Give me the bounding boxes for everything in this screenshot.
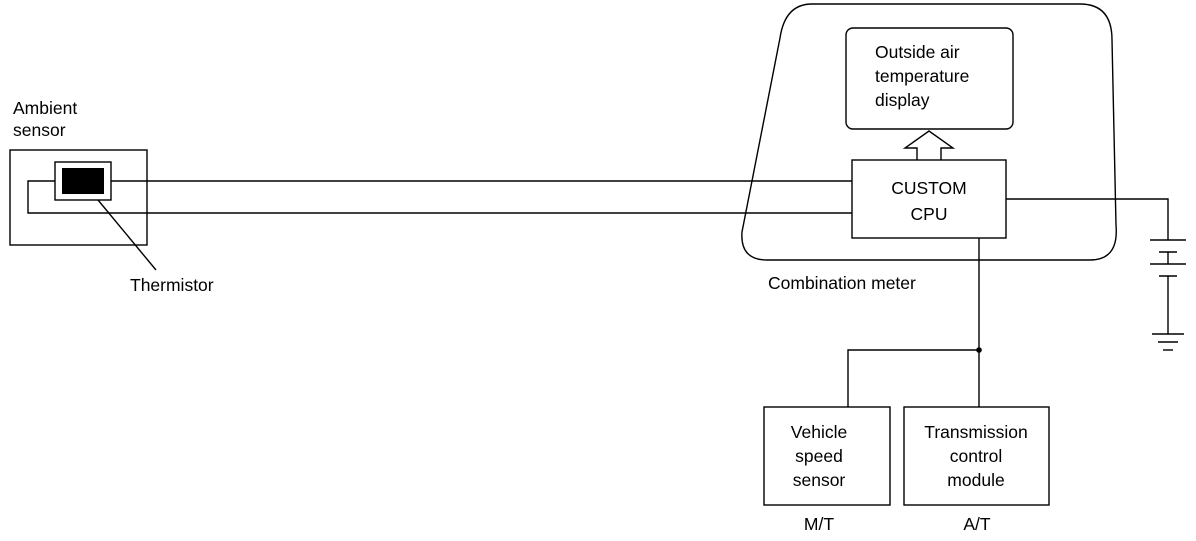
display-label-line1: Outside air [875,42,960,62]
display-label-line2: temperature [875,66,969,86]
combination-meter: Combination meter [741,3,1117,293]
display-label-line3: display [875,90,930,110]
data-flow-arrow-icon [902,130,956,160]
vss-label-line1: Vehicle [791,422,847,442]
ground-icon [1152,333,1184,351]
vss-label-line2: speed [795,446,843,466]
tcm-box [903,406,1050,506]
combination-meter-label: Combination meter [768,273,916,293]
display-box [845,27,1014,130]
tcm-label-line1: Transmission [924,422,1027,442]
ambient-sensor-label-line1: Ambient [13,98,77,118]
sensor-return-wire [27,180,852,214]
vehicle-speed-sensor-box [763,406,891,506]
thermistor-element [62,168,104,194]
vehicle-speed-sensor: Vehicle speed sensor M/T [763,406,891,534]
tcm-label-line2: control [950,446,1003,466]
cpu-box [851,159,1007,239]
tcm-variant-label: A/T [963,514,991,534]
thermistor-label: Thermistor [130,275,214,295]
ambient-sensor-label-line2: sensor [13,120,66,140]
cpu-label-line2: CPU [911,204,948,224]
combination-meter-outline [741,3,1117,261]
vss-label-line3: sensor [793,470,846,490]
speed-signal-branch [847,349,979,407]
custom-cpu: CUSTOM CPU [851,159,1007,239]
outside-air-temperature-display: Outside air temperature display [845,27,1014,130]
tcm-label-line3: module [947,470,1004,490]
ambient-sensor: Ambient sensor Thermistor [9,98,852,295]
vss-variant-label: M/T [804,514,834,534]
cpu-label-line1: CUSTOM [891,178,967,198]
transmission-control-module: Transmission control module A/T [903,406,1050,534]
junction-dot [976,347,982,353]
battery-icon [1150,239,1186,277]
thermistor-leader-line [97,199,157,271]
power-wire [1006,198,1169,240]
